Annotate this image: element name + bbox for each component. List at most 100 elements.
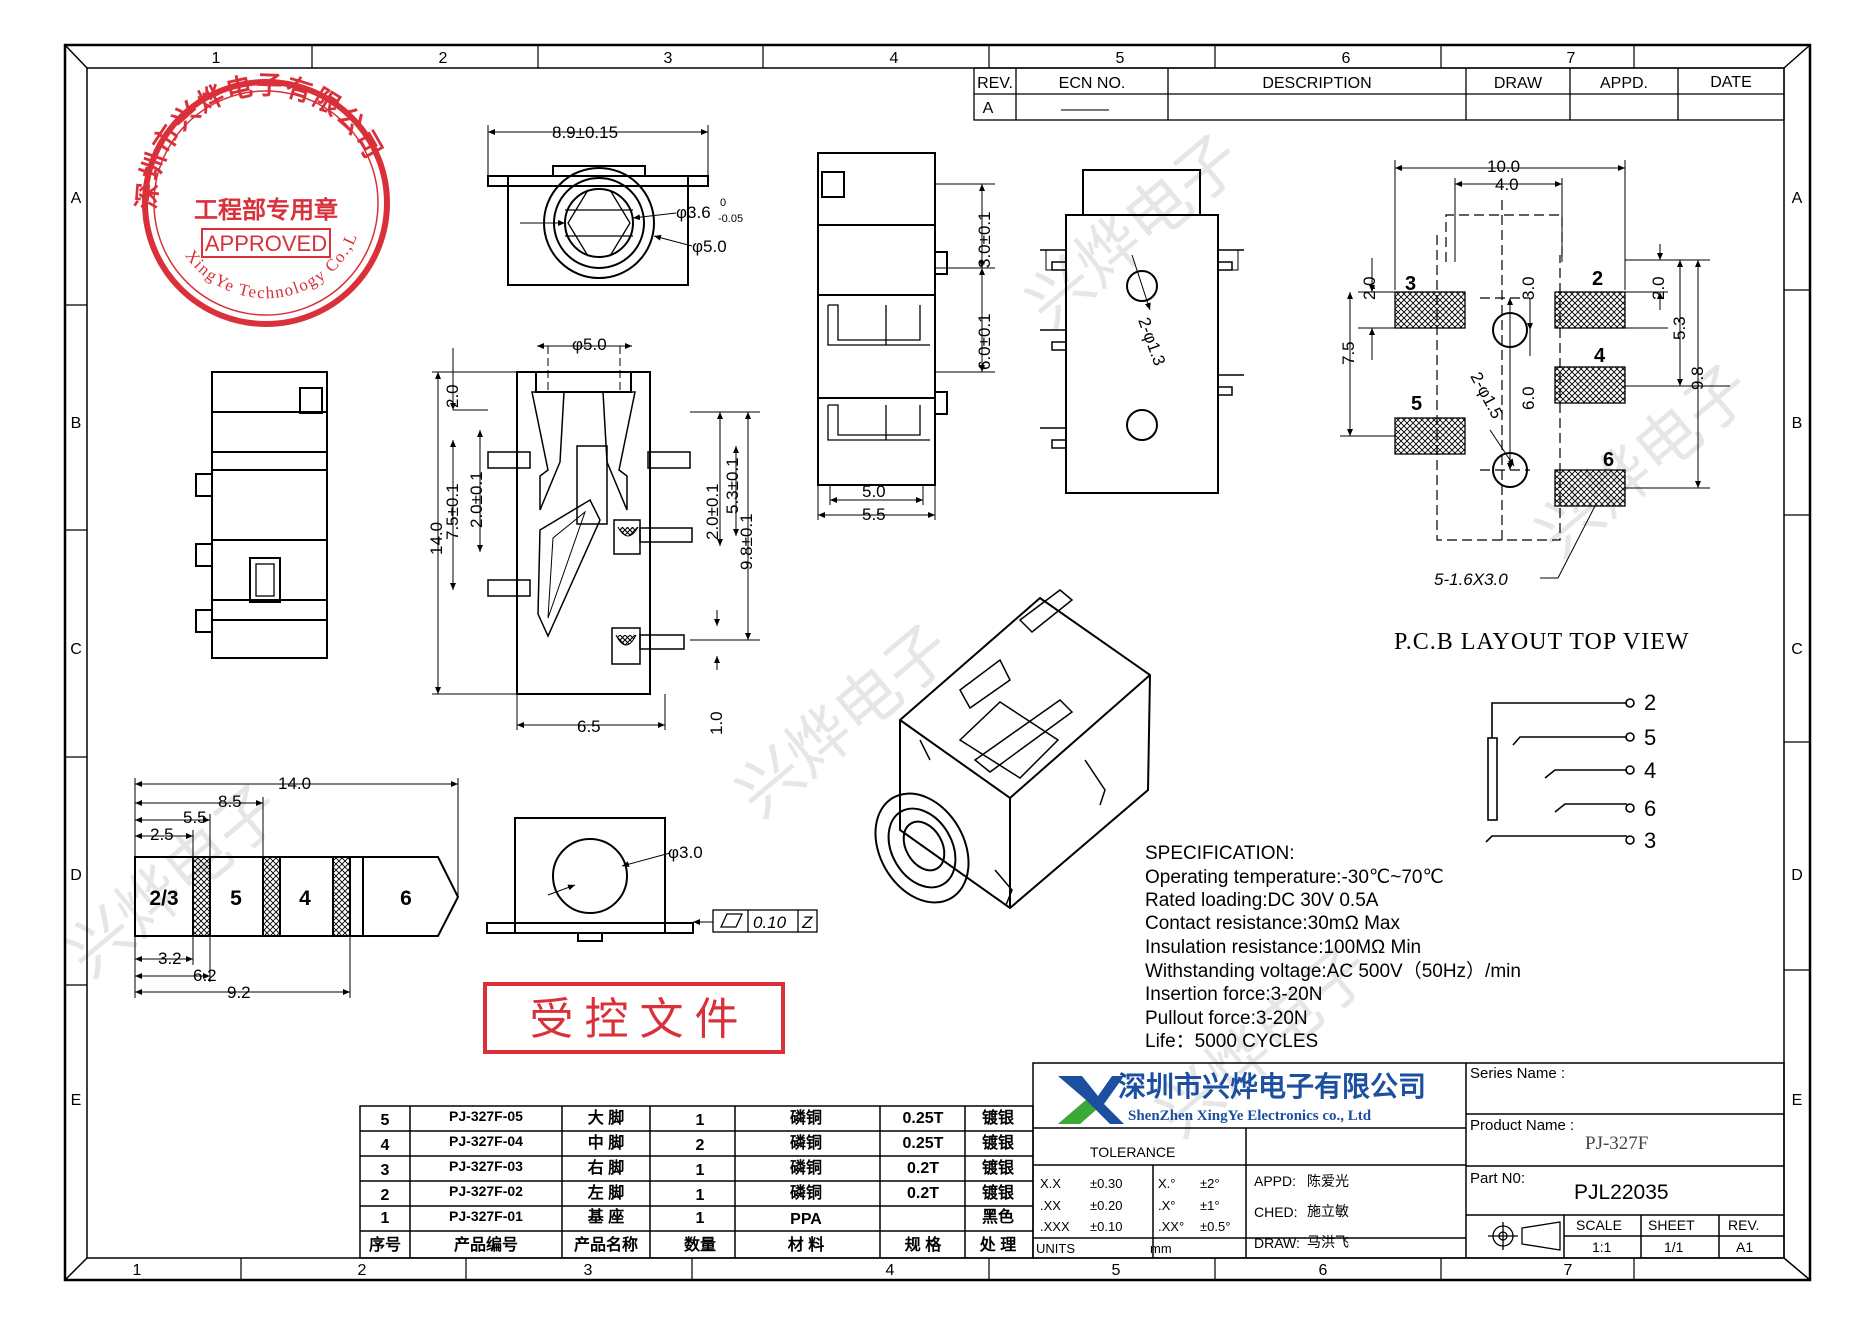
- draw-value: 马洪飞: [1307, 1235, 1349, 1251]
- company-logo: [1058, 1076, 1124, 1124]
- pin-label: 6: [1644, 796, 1656, 821]
- dim-label: 14.0: [278, 774, 311, 793]
- dim-label: φ3.0: [668, 843, 703, 862]
- col-label: 1: [212, 50, 221, 67]
- company-seal: 深圳市兴烨电子有限公司 XingYe Technology Co.,Ltd 工程…: [0, 0, 390, 327]
- col-label: 5: [1116, 50, 1125, 67]
- tol-cell: ±0.5°: [1200, 1219, 1230, 1234]
- tol-cell: X.°: [1158, 1176, 1175, 1191]
- bom-cell: 镀银: [982, 1133, 1015, 1152]
- bom-cell: 1: [381, 1210, 390, 1227]
- spec-line: Insulation resistance:100MΩ Min: [1145, 937, 1421, 958]
- tol-cell: ±0.20: [1090, 1198, 1122, 1213]
- dim-label: -0.05: [718, 213, 743, 225]
- plug-segment-label: 6: [400, 887, 412, 910]
- tolerance-label: TOLERANCE: [1090, 1144, 1175, 1160]
- bom-cell: 2: [381, 1187, 390, 1204]
- tol-cell: ±1°: [1200, 1198, 1220, 1213]
- product-label: Product Name :: [1470, 1117, 1574, 1134]
- spec-line: Pullout force:3-20N: [1145, 1008, 1308, 1029]
- dim-label: 2.0: [443, 384, 462, 408]
- bom-cell: PJ-327F-01: [449, 1208, 523, 1224]
- bom-cell: 基 座: [587, 1207, 624, 1226]
- tol-cell: X.X: [1040, 1176, 1061, 1191]
- dim-label: 5.3: [1670, 316, 1689, 340]
- row-label: D: [1791, 867, 1803, 884]
- bom-cell: 镀银: [982, 1158, 1015, 1177]
- pcb-pad: [1554, 366, 1626, 404]
- dim-label: 4.0: [1495, 175, 1519, 194]
- bom-cell: PJ-327F-03: [449, 1158, 523, 1174]
- col-label: 3: [584, 1262, 593, 1279]
- pad-number: 5: [1411, 393, 1422, 415]
- bom-cell: 右 脚: [588, 1158, 624, 1177]
- dim-label: 1.0: [707, 711, 726, 735]
- dim-label: 6.0±0.1: [975, 313, 994, 370]
- plug-insulator: [262, 856, 281, 937]
- dim-label: 10.0: [1487, 157, 1520, 176]
- dim-label: 6.5: [577, 717, 601, 736]
- seal-outer-text: 深圳市兴烨电子有限公司: [132, 71, 388, 210]
- spec-title: SPECIFICATION:: [1145, 843, 1295, 864]
- col-label: 2: [439, 50, 448, 67]
- bom-cell: 0.2T: [907, 1160, 939, 1177]
- pcb-layout: [1340, 160, 1730, 579]
- plug-segment-label: 5: [230, 887, 242, 910]
- sheet-value: 1/1: [1664, 1239, 1684, 1255]
- bom-header: 数量: [684, 1235, 716, 1254]
- pad-number: 2: [1592, 268, 1603, 290]
- spec-line: Contact resistance:30mΩ Max: [1145, 913, 1400, 934]
- bom-cell: PJ-327F-05: [449, 1108, 523, 1124]
- col-label: 7: [1567, 50, 1576, 67]
- dim-label: 2.5: [150, 825, 174, 844]
- dim-label: 9.8±0.1: [737, 513, 756, 570]
- bom-cell: 磷铜: [790, 1108, 822, 1127]
- bom-cell: 左 脚: [587, 1183, 624, 1202]
- bom-cell: 0.25T: [903, 1135, 944, 1152]
- row-label: B: [1792, 415, 1803, 432]
- front-view-labels: φ3.0 0.10 Z: [668, 843, 813, 932]
- dim-label: 2.0: [1360, 276, 1379, 300]
- rev-header: DRAW: [1494, 75, 1543, 92]
- pin-label: 3: [1644, 828, 1656, 853]
- seal-inner-text: 工程部专用章: [194, 196, 338, 224]
- dim-label: 3.2: [158, 949, 182, 968]
- dim-label: φ5.0: [572, 335, 607, 354]
- plug-labels: 14.0 8.5 5.5 2.5 3.2 6.2 9.2 2/3 5 4 6: [149, 774, 411, 1002]
- pcb-pad: [1554, 469, 1626, 507]
- row-label: E: [71, 1092, 82, 1109]
- dim-label: 9.8: [1688, 366, 1707, 390]
- plug-insulator: [332, 856, 351, 937]
- dim-label: 0: [720, 197, 726, 209]
- main-top-dims: φ5.0 2.0 14.0 7.5±0.1 2.0±0.1 2.0±0.1 5.…: [427, 335, 756, 736]
- bom-cell: 0.2T: [907, 1185, 939, 1202]
- appd-value: 陈爱光: [1307, 1173, 1349, 1190]
- pcb-labels: 10.0 4.0 2.0 7.5 3.0 6.0 2.0 5.3 9.8 2-φ…: [1339, 157, 1707, 655]
- rev-header: REV.: [977, 75, 1013, 92]
- dim-label: 5-1.6X3.0: [1434, 570, 1508, 589]
- dim-label: 3.0: [1519, 276, 1538, 300]
- right-side-dims: 3.0±0.1 6.0±0.1 5.0 5.5: [862, 211, 994, 524]
- row-label: B: [71, 415, 82, 432]
- units-label: UNITS: [1036, 1241, 1075, 1256]
- rev-cell: ———: [1061, 101, 1109, 118]
- pin-label: 4: [1644, 758, 1656, 783]
- bom-header: 规 格: [905, 1235, 942, 1254]
- tol-cell: ±2°: [1200, 1176, 1220, 1191]
- switch-schematic: [1485, 698, 1635, 845]
- top-front-dims: 8.9±0.15 φ3.6 0 -0.05 φ5.0: [552, 123, 743, 256]
- bom-cell: 大 脚: [588, 1108, 624, 1127]
- pcb-pad: [1394, 417, 1466, 455]
- bom-header: 序号: [369, 1235, 401, 1254]
- col-label: 2: [358, 1262, 367, 1279]
- plug-drawing: [134, 778, 460, 998]
- dim-label: 14.0: [427, 522, 446, 555]
- part-value: PJL22035: [1574, 1181, 1669, 1204]
- tol-cell: .XXX: [1040, 1219, 1070, 1234]
- bom-cell: 2: [696, 1137, 705, 1154]
- col-label: 4: [886, 1262, 895, 1279]
- bom-cell: 3: [381, 1162, 390, 1179]
- tol-cell: ±0.10: [1090, 1219, 1122, 1234]
- rev-value: A1: [1736, 1239, 1753, 1255]
- series-label: Series Name :: [1470, 1065, 1565, 1082]
